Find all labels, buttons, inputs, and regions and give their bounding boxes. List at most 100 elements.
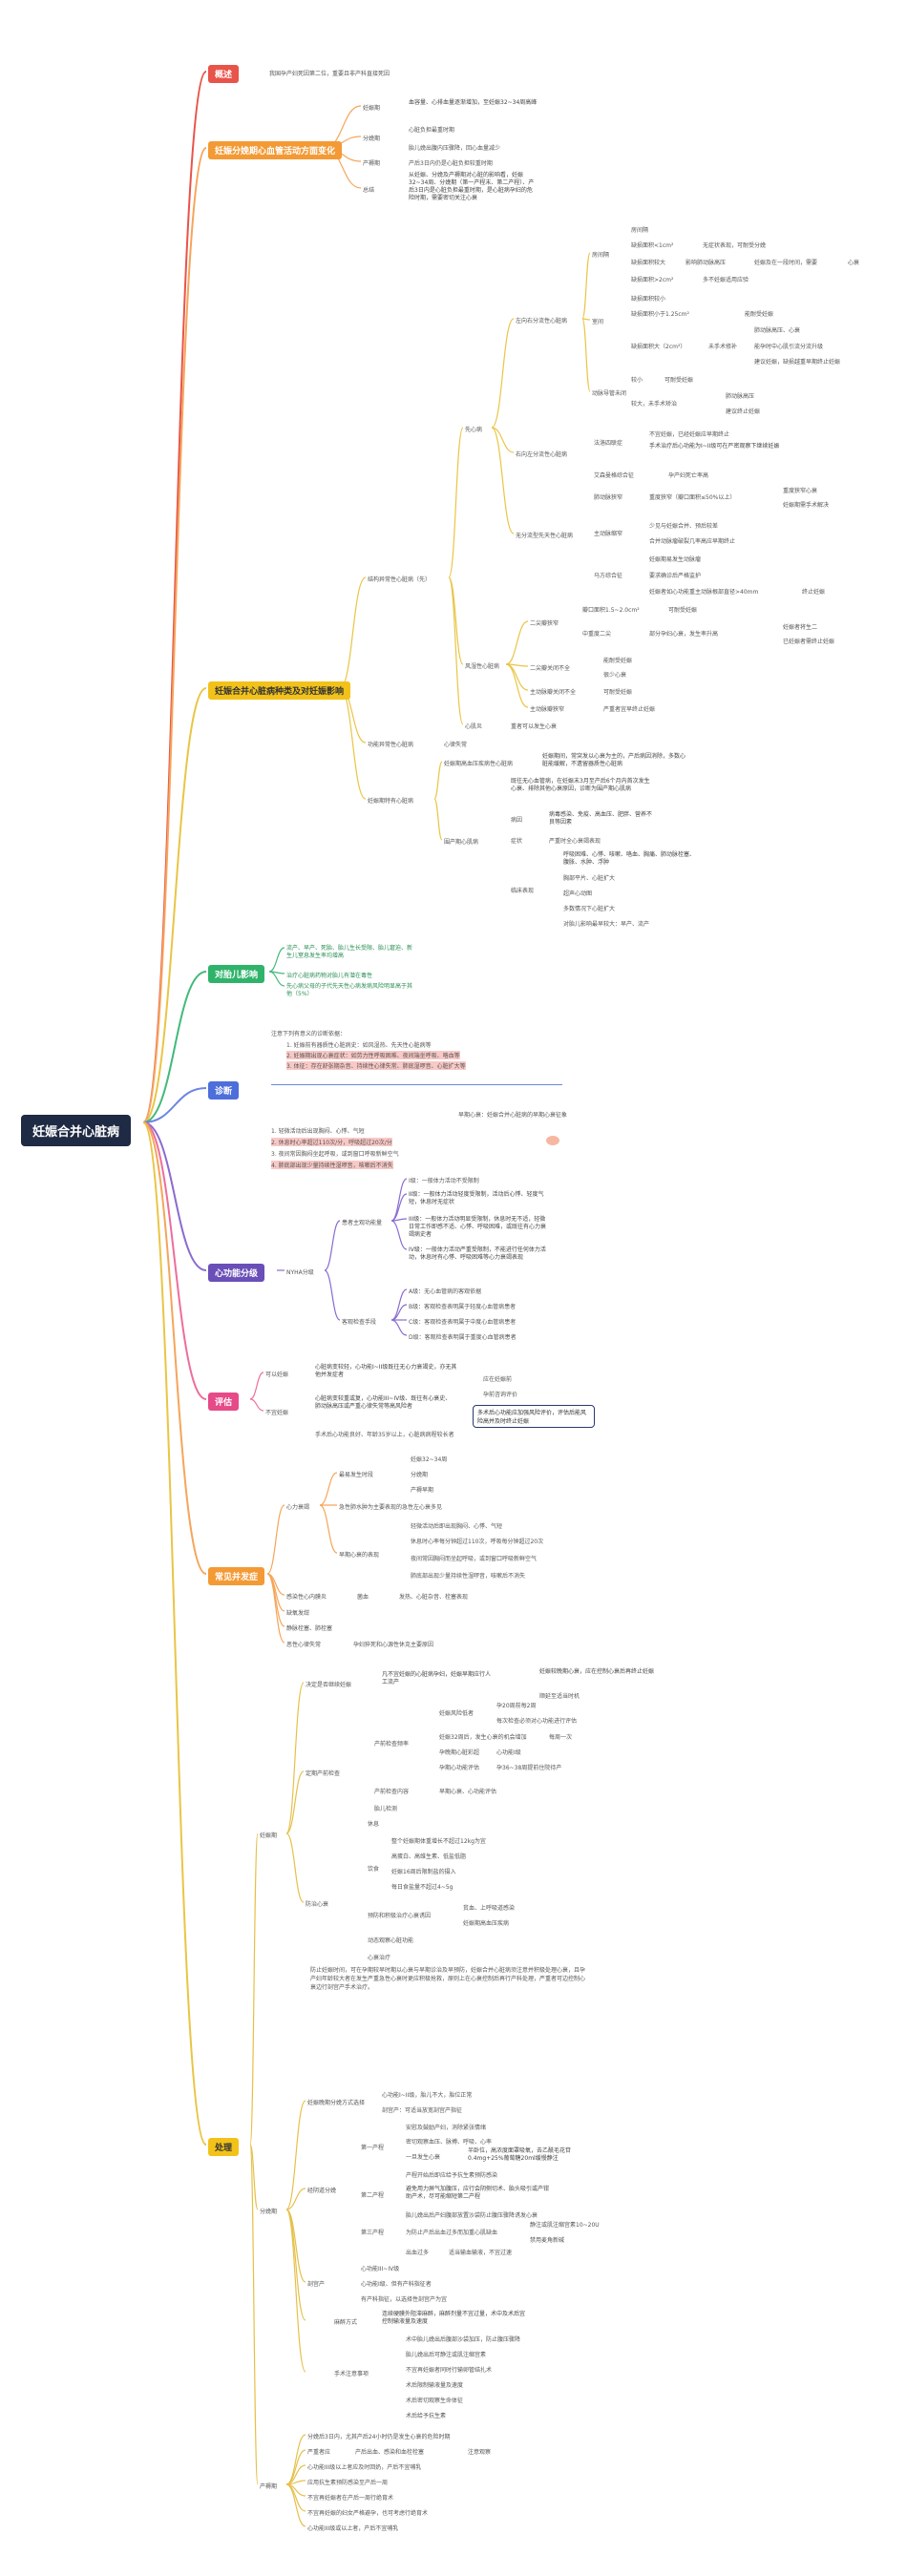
branch-fetal-effects[interactable]: 对胎儿影响 — [208, 965, 265, 983]
peripartum-symptom-text: 严重时全心衰竭表现 — [549, 838, 601, 845]
objective-c: C级：客观检查表明属于中度心血管病患者 — [409, 1319, 517, 1326]
surgery-note-2: 胎儿娩出后可静注或肌注缩宫素 — [406, 2352, 487, 2358]
branch-diagnosis[interactable]: 诊断 — [208, 1081, 240, 1100]
aortic-stenosis-text: 严重者宜早终止妊娠 — [603, 706, 656, 713]
puerperium-3: 心功能III级以上者应及时回奶，产后不宜哺乳 — [307, 2464, 422, 2471]
marfan-text-2: 要求确诊后严格监护 — [649, 573, 702, 579]
early-hf-item-4: 4. 肺底部出现少量持续性湿啰音，咳嗽后不消失 — [271, 1161, 393, 1169]
objective-a: A级：无心血管病的客观依据 — [409, 1288, 482, 1295]
mitral-stenosis-mild-text: 可耐受妊娠 — [668, 607, 698, 614]
rest: 休息 — [368, 1821, 380, 1828]
peripartum-etiology-label: 病因 — [511, 817, 523, 824]
pda-label: 动脉导管未闭 — [592, 390, 627, 397]
connector-line — [324, 1220, 341, 1271]
structural-heart-disease: 结构异常性心脏病（先） — [368, 576, 432, 583]
surgery-note-5: 术后密切观察生命体征 — [406, 2398, 464, 2404]
connector-line — [505, 663, 529, 667]
heart-failure-label: 心力衰竭 — [286, 1504, 310, 1511]
cesarean-1: 心功能III~IV级 — [361, 2266, 400, 2272]
hf-acute-pulmonary-edema: 急性肺水肿为主要表现的急性左心衰多见 — [339, 1504, 443, 1511]
late-echo-class: 心功能I级 — [496, 1749, 521, 1756]
second-stage: 第二产程 — [361, 2192, 385, 2199]
connector-line — [142, 1121, 207, 2146]
root-node-heart-disease-pregnancy[interactable]: 妊娠合并心脏病 — [21, 1115, 132, 1146]
checkup-content-text: 早期心衰、心功能评估 — [439, 1789, 497, 1795]
first-stage-2: 密切观察血压、脉搏、呼吸、心率 — [406, 2139, 493, 2146]
heart-illustration-icon — [546, 1136, 559, 1145]
branch-complications[interactable]: 常见并发症 — [208, 1567, 265, 1585]
connector-line — [142, 71, 207, 1123]
connector-line — [390, 1319, 408, 1336]
branch-hemodynamics[interactable]: 妊娠分娩期心血管活动方面变化 — [208, 141, 343, 159]
after-32w-weekly: 每周一次 — [549, 1734, 573, 1741]
decide-continue: 决定是否继续妊娠 — [306, 1682, 352, 1688]
connector-line — [266, 1573, 285, 1596]
pulmonary-stenosis-text: 重度狭窄（瓣口面积≤50%以上） — [649, 494, 736, 501]
connector-line — [319, 1504, 338, 1554]
diagnosis-heading: 注意下列有意义的诊断依据： — [271, 1031, 347, 1037]
functional-heart-disease: 功能异常性心脏病 — [368, 742, 414, 748]
can-conceive-label: 可以妊娠 — [265, 1372, 289, 1378]
peripartum-definition: 既往无心血管病，在妊娠末3月至产后6个月内首次发生心衰、排除其他心衰原因，诊断为… — [511, 778, 650, 793]
branch-overview[interactable]: 概述 — [208, 65, 240, 83]
pda-large-pah: 肺动脉高压 — [726, 393, 755, 400]
preconception-consult: 孕前咨询评价 — [483, 1392, 518, 1398]
malignant-arrhythmia: 恶性心律失常 — [286, 1642, 322, 1648]
before-pregnancy: 应在妊娠前 — [483, 1376, 513, 1383]
atrial-defect-1: 房间隔 — [631, 227, 649, 234]
infective-endocarditis-text: 发热、心脏杂音、栓塞表现 — [399, 1594, 469, 1601]
connector-line — [319, 1472, 338, 1506]
diet-3: 妊娠16周后限制盐的摄入 — [391, 1869, 456, 1875]
connector-line — [285, 2483, 306, 2527]
hypoxia-cyanosis: 缺氧发绀 — [286, 1610, 310, 1617]
tetralogy-text-2: 手术治疗后心功能为I~II级可在严密观察下继续妊娠 — [649, 443, 780, 450]
connector-line — [249, 2144, 259, 2485]
connector-line — [505, 620, 529, 665]
peripartum-clinical-2: 胸部平片、心脏扩大 — [563, 875, 616, 882]
aortic-regurgitation-text: 可耐受妊娠 — [603, 689, 633, 696]
peripartum-symptom-label: 症状 — [511, 838, 523, 845]
management-pregnancy: 妊娠期 — [260, 1833, 278, 1839]
connector-line — [285, 2483, 306, 2497]
management-paragraph: 防止妊娠时间，可在孕期较早时期以心衰与早期诊治及早预防，妊娠合并心脏病须注意并积… — [310, 1967, 586, 1991]
atrial-defect-large-pah: 影响肺动脉高压 — [686, 260, 727, 266]
branch-cardiac-function[interactable]: 心功能分级 — [208, 1264, 265, 1282]
atrial-defect-large-note: 妊娠及在一段时间，需要 — [754, 260, 818, 266]
branch-management[interactable]: 处理 — [208, 2138, 240, 2156]
second-stage-text: 避免用力屏气加腹压，应行会阴侧切术、胎头吸引或产钳助产术，尽可能缩短第二产程 — [406, 2186, 550, 2201]
connector-line — [285, 2188, 306, 2210]
third-stage: 第三产程 — [361, 2230, 385, 2236]
prenatal-checkup: 定期产前检查 — [306, 1770, 341, 1777]
pda-large: 较大，未手术矫治 — [631, 401, 678, 408]
marfan-label: 马方综合征 — [594, 573, 623, 579]
branch-assessment[interactable]: 评估 — [208, 1393, 240, 1411]
connector-line — [390, 1178, 408, 1222]
arrhythmia: 心律失常 — [444, 742, 468, 748]
ventricular-septal-label: 室间 — [592, 319, 604, 325]
peripartum-clinical-1: 呼吸困难、心悸、咳嗽、咯血、胸痛、肺动脉栓塞、腹胀、水肿、浮肿 — [563, 851, 696, 867]
connector-line — [491, 427, 515, 534]
delivery-mode-1: 心功能I~II级，胎儿不大，胎位正常 — [382, 2092, 473, 2099]
puerperium-6: 不宜再妊娠的妇女严格避孕，也可考虑行绝育术 — [307, 2510, 429, 2517]
myocarditis-text: 重者可以发生心衰 — [511, 723, 558, 730]
branch-types[interactable]: 妊娠合并心脏病种类及对妊娠影响 — [208, 681, 351, 700]
first-stage-antibiotics: 产程开始后即应给予抗生素预防感染 — [406, 2172, 498, 2179]
fetal-effect-2: 治疗心脏病药物对胎儿有潜在毒性 — [286, 973, 373, 979]
diagnosis-item-3: 3. 体征：存在舒张期杂音、持续性心律失常、肺底湿啰音、心脏扩大等 — [286, 1061, 466, 1070]
connector-line — [142, 1121, 207, 1400]
infective-endocarditis: 感染性心内膜炎 — [286, 1594, 327, 1601]
connector-line — [433, 761, 443, 800]
atrial-heart-failure: 心衰 — [848, 260, 860, 266]
pda-small: 较小 — [631, 377, 643, 384]
subjective-label: 患者主观功能量 — [342, 1220, 383, 1226]
diet-2: 高蛋白、高维生素、低盐低脂 — [391, 1853, 467, 1860]
connector-line — [142, 1121, 207, 1575]
should-not-conceive-label: 不宜妊娠 — [265, 1410, 289, 1416]
connector-line — [581, 318, 591, 321]
connector-line — [285, 2209, 306, 2283]
malignant-arrhythmia-text: 孕妇猝死和心源性休克主要原因 — [353, 1642, 434, 1648]
management-delivery: 分娩期 — [260, 2209, 278, 2215]
early-hf-title: 妊娠合并心脏病的早期心衰征象 — [487, 1112, 568, 1119]
atrial-septal-label: 房间隔 — [592, 252, 610, 259]
summary-label: 总结 — [363, 187, 375, 194]
